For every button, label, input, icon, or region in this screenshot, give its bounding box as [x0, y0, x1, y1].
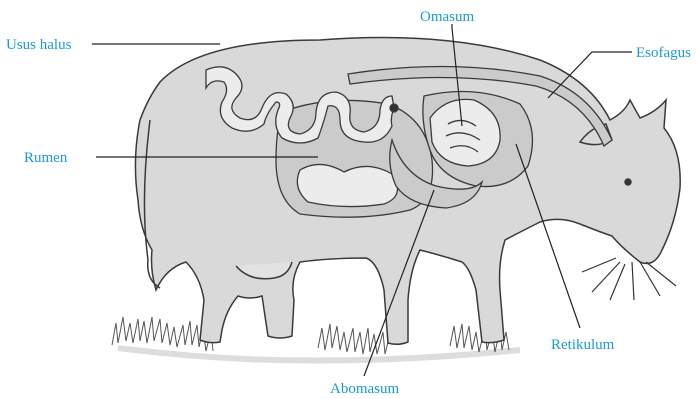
label-rumen: Rumen: [24, 149, 67, 167]
grass-tuft-left: [112, 317, 213, 351]
cow-whiskers: [582, 258, 676, 300]
rumen-inner: [297, 164, 397, 206]
label-omasum: Omasum: [420, 8, 474, 26]
label-retikulum: Retikulum: [551, 336, 614, 354]
label-usus-halus: Usus halus: [6, 36, 71, 54]
intestine-junction-dot: [390, 104, 398, 112]
grass-ground: [112, 317, 520, 361]
label-abomasum: Abomasum: [330, 380, 399, 398]
cow-eye: [625, 179, 631, 185]
omasum-shape: [430, 99, 500, 166]
ground-shadow: [118, 348, 520, 361]
grass-tuft-middle: [318, 324, 390, 354]
label-esofagus: Esofagus: [636, 44, 691, 62]
